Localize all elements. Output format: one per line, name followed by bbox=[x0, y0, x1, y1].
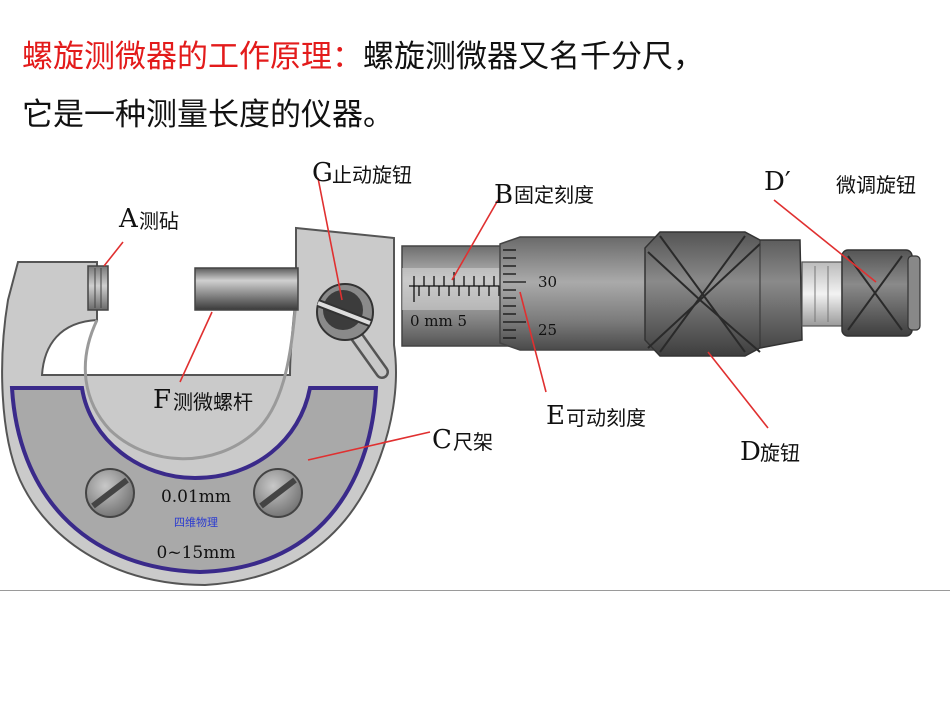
thimble-scale-bottom: 25 bbox=[538, 321, 557, 339]
left-screw bbox=[85, 468, 135, 518]
leader-f bbox=[179, 311, 213, 383]
label-b-letter: B bbox=[494, 180, 513, 210]
label-d-letter: D bbox=[740, 437, 761, 467]
thimble-scale bbox=[503, 249, 526, 339]
heading-line-2: 它是一种测量长度的仪器。 bbox=[22, 97, 394, 133]
anvil bbox=[87, 265, 109, 311]
heading-black-part: 螺旋测微器又名千分尺， bbox=[363, 39, 704, 75]
divider-line bbox=[0, 590, 950, 591]
leader-b bbox=[451, 199, 499, 281]
label-d-prime-letter: D′ bbox=[764, 167, 791, 197]
plate-precision: 0.01mm bbox=[161, 487, 231, 507]
thimble-scale-top: 30 bbox=[538, 273, 557, 291]
label-e: E 可动刻度 bbox=[546, 401, 646, 431]
leader-lines bbox=[103, 177, 877, 461]
label-a-text: 测砧 bbox=[139, 209, 179, 233]
thimble bbox=[499, 236, 661, 351]
leader-e bbox=[519, 291, 547, 393]
label-c-text: 尺架 bbox=[453, 430, 493, 454]
leader-g bbox=[317, 177, 343, 301]
heading: 螺旋测微器的工作原理：螺旋测微器又名千分尺， 它是一种测量长度的仪器。 bbox=[22, 28, 704, 144]
label-c: C 尺架 bbox=[432, 425, 493, 455]
label-g-letter: G bbox=[312, 158, 333, 188]
label-f-text: 测微螺杆 bbox=[173, 390, 253, 414]
leader-a bbox=[103, 241, 124, 267]
label-b: B 固定刻度 bbox=[494, 180, 594, 210]
sleeve-scale-text: 0 mm 5 bbox=[410, 312, 467, 330]
label-e-letter: E bbox=[546, 401, 565, 431]
frame-inner-shadow bbox=[83, 299, 298, 461]
label-d-text: 旋钮 bbox=[760, 441, 800, 465]
label-a: A 测砧 bbox=[118, 204, 179, 234]
label-d-prime-text: 微调旋钮 bbox=[836, 173, 916, 197]
frame-plate bbox=[9, 386, 379, 575]
label-c-letter: C bbox=[432, 425, 452, 455]
knurled-knob bbox=[644, 231, 803, 357]
right-screw bbox=[253, 468, 303, 518]
label-g: G 止动旋钮 bbox=[312, 158, 412, 188]
heading-red-part: 螺旋测微器的工作原理： bbox=[22, 39, 363, 75]
ratchet-knob bbox=[841, 249, 921, 337]
label-g-text: 止动旋钮 bbox=[332, 163, 412, 187]
heading-line-1: 螺旋测微器的工作原理：螺旋测微器又名千分尺， bbox=[22, 28, 704, 86]
label-e-text: 可动刻度 bbox=[566, 406, 646, 430]
leader-c bbox=[307, 431, 431, 461]
label-f-letter: F bbox=[153, 385, 171, 415]
label-d-prime: D′ 微调旋钮 bbox=[764, 167, 916, 197]
label-d: D 旋钮 bbox=[740, 437, 800, 467]
label-f: F 测微螺杆 bbox=[153, 385, 253, 415]
plate-range: 0~15mm bbox=[157, 543, 236, 563]
ratchet-collar bbox=[801, 261, 843, 327]
plate-brand: 四维物理 bbox=[174, 515, 218, 529]
spindle bbox=[194, 267, 299, 311]
label-a-letter: A bbox=[118, 204, 139, 234]
leader-d bbox=[707, 351, 769, 429]
label-b-text: 固定刻度 bbox=[514, 183, 594, 207]
leader-d-prime bbox=[773, 199, 877, 283]
lock-knob bbox=[316, 283, 389, 379]
sleeve-scale bbox=[409, 272, 508, 302]
